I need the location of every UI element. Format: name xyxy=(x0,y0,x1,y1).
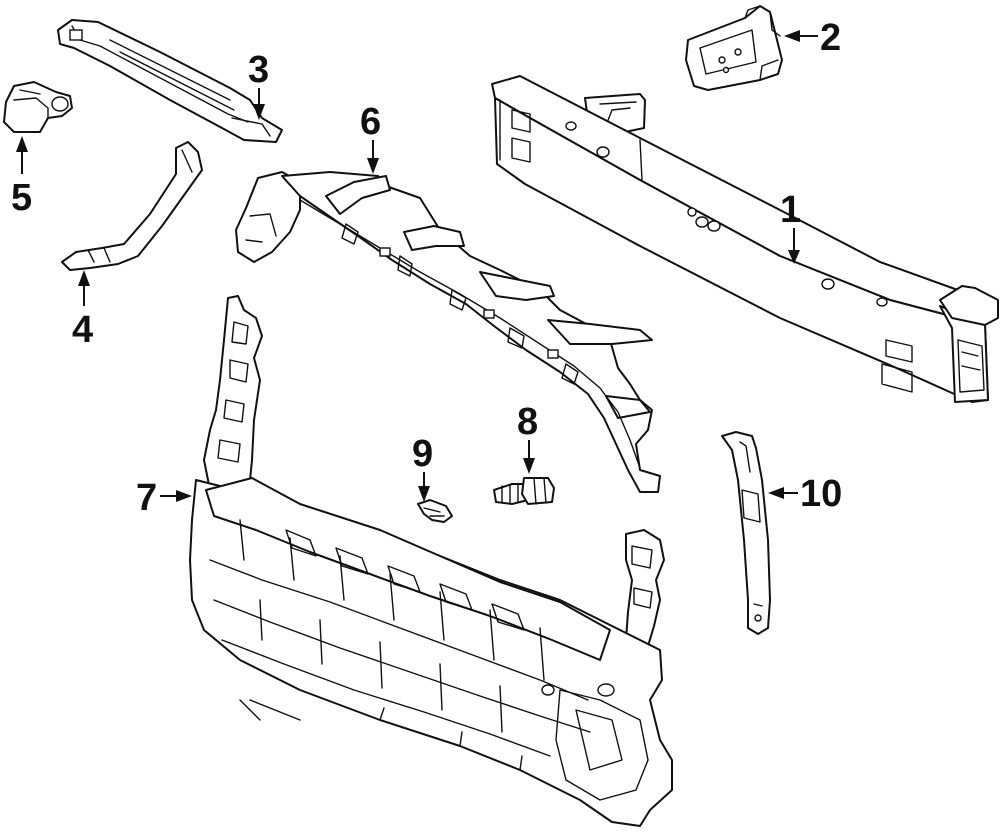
arrow-5 xyxy=(16,136,28,152)
part-4-stay xyxy=(61,141,203,271)
callout-3: 3 xyxy=(248,49,269,120)
part-6-upper-radiator-support xyxy=(235,171,661,493)
arrow-2 xyxy=(784,30,800,42)
callout-6: 6 xyxy=(360,101,381,174)
callout-7: 7 xyxy=(136,477,192,519)
arrow-8 xyxy=(523,458,535,474)
part-1-impact-bar xyxy=(491,75,999,403)
arrow-10 xyxy=(768,487,784,499)
part-7-radiator-support xyxy=(189,295,673,827)
callout-1: 1 xyxy=(780,189,801,264)
arrow-3 xyxy=(253,104,265,120)
callout-6-label: 6 xyxy=(360,101,381,143)
arrow-9 xyxy=(418,486,430,502)
callout-10: 10 xyxy=(768,473,842,515)
part-9-clip xyxy=(417,499,453,523)
callout-5: 5 xyxy=(11,136,32,219)
callout-7-label: 7 xyxy=(136,477,157,519)
arrow-1 xyxy=(788,250,800,264)
callout-3-label: 3 xyxy=(248,49,269,91)
part-3-upper-support xyxy=(57,19,283,143)
callout-2: 2 xyxy=(784,17,841,59)
callout-2-label: 2 xyxy=(820,17,841,59)
callout-9-label: 9 xyxy=(412,433,433,475)
callout-8-label: 8 xyxy=(517,401,538,443)
callout-10-label: 10 xyxy=(800,473,842,515)
callout-5-label: 5 xyxy=(11,177,32,219)
part-2-bracket xyxy=(685,5,783,91)
callout-1-label: 1 xyxy=(780,189,801,231)
arrow-4 xyxy=(78,270,90,286)
callout-4-label: 4 xyxy=(72,309,93,351)
part-10-side-stay xyxy=(721,431,771,635)
part-8-bolt xyxy=(493,477,555,505)
arrow-7 xyxy=(176,490,192,502)
callout-9: 9 xyxy=(412,433,433,502)
arrow-6 xyxy=(367,158,379,174)
callout-4: 4 xyxy=(72,270,93,351)
part-5-bracket xyxy=(3,81,73,133)
callout-8: 8 xyxy=(517,401,538,474)
